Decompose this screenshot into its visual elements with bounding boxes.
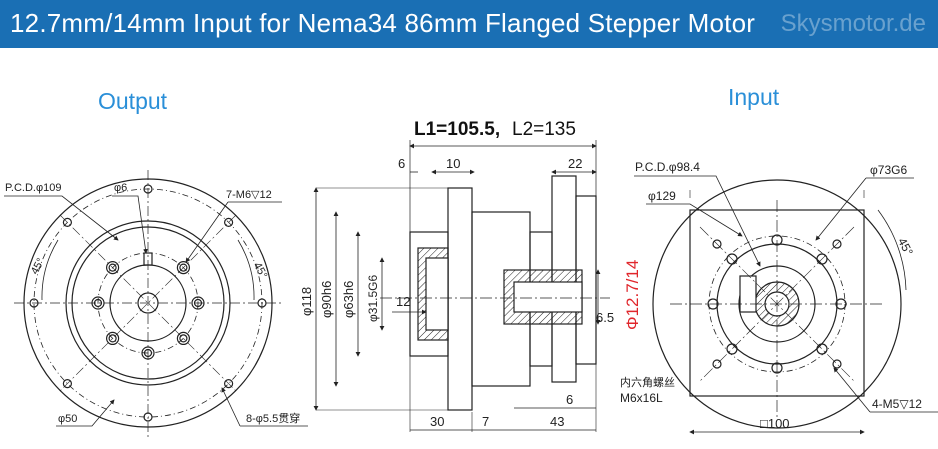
input-angle-label: 45° [895, 235, 916, 258]
dim-10-top: 10 [446, 156, 460, 171]
side-l1-label: L1=105.5, [414, 119, 500, 140]
input-pcd-label: P.C.D.φ98.4 [635, 160, 700, 174]
output-angle-right: 45° [251, 260, 269, 280]
output-hole-label: 8-φ5.5贯穿 [246, 411, 300, 425]
title-banner: 12.7mm/14mm Input for Nema34 86mm Flange… [0, 0, 938, 48]
dim-12: 12 [396, 294, 410, 309]
dim-90h6: φ90h6 [319, 281, 334, 318]
input-view [634, 175, 938, 435]
output-through-holes [29, 184, 267, 422]
dim-43: 43 [550, 414, 564, 429]
output-pcd-label: P.C.D.φ109 [5, 182, 61, 194]
page-title: 12.7mm/14mm Input for Nema34 86mm Flange… [10, 8, 756, 38]
output-diameter-label: φ50 [58, 413, 77, 425]
output-thread-label: 7-M6▽12 [226, 189, 272, 201]
dim-7: 7 [482, 414, 489, 429]
side-l2-label: L2=135 [512, 119, 576, 140]
side-view [313, 140, 610, 432]
dim-6-bottom: 6 [566, 392, 573, 407]
output-threaded-holes [91, 261, 205, 360]
input-73g6-label: φ73G6 [870, 163, 907, 177]
input-bore-diameter: Φ12.7/14 [623, 260, 642, 330]
dim-118: φ118 [299, 287, 314, 316]
output-label: Output [98, 88, 168, 114]
dim-30: 30 [430, 414, 444, 429]
output-pin-label: φ6 [114, 182, 127, 194]
input-label: Input [728, 84, 780, 110]
input-129-label: φ129 [648, 189, 676, 203]
watermark: Skysmotor.de [780, 10, 926, 37]
input-thread-label: 4-M5▽12 [872, 397, 922, 411]
input-square-label: □100 [760, 416, 790, 431]
dim-31-5g6: φ31.5G6 [366, 275, 380, 322]
dim-22-top: 22 [568, 156, 582, 171]
screw-label: M6x16L [620, 391, 663, 405]
output-view [4, 170, 308, 440]
dim-6-top: 6 [398, 156, 405, 171]
technical-drawing: P.C.D.φ109 φ6 7-M6▽12 45° 45° 8-φ5.5贯穿 φ… [4, 119, 938, 440]
dim-6-5: 6.5 [596, 310, 614, 325]
dim-63h6: φ63h6 [341, 281, 356, 318]
input-bolt-holes [707, 234, 847, 374]
screw-label-cn: 内六角螺丝 [620, 375, 675, 389]
